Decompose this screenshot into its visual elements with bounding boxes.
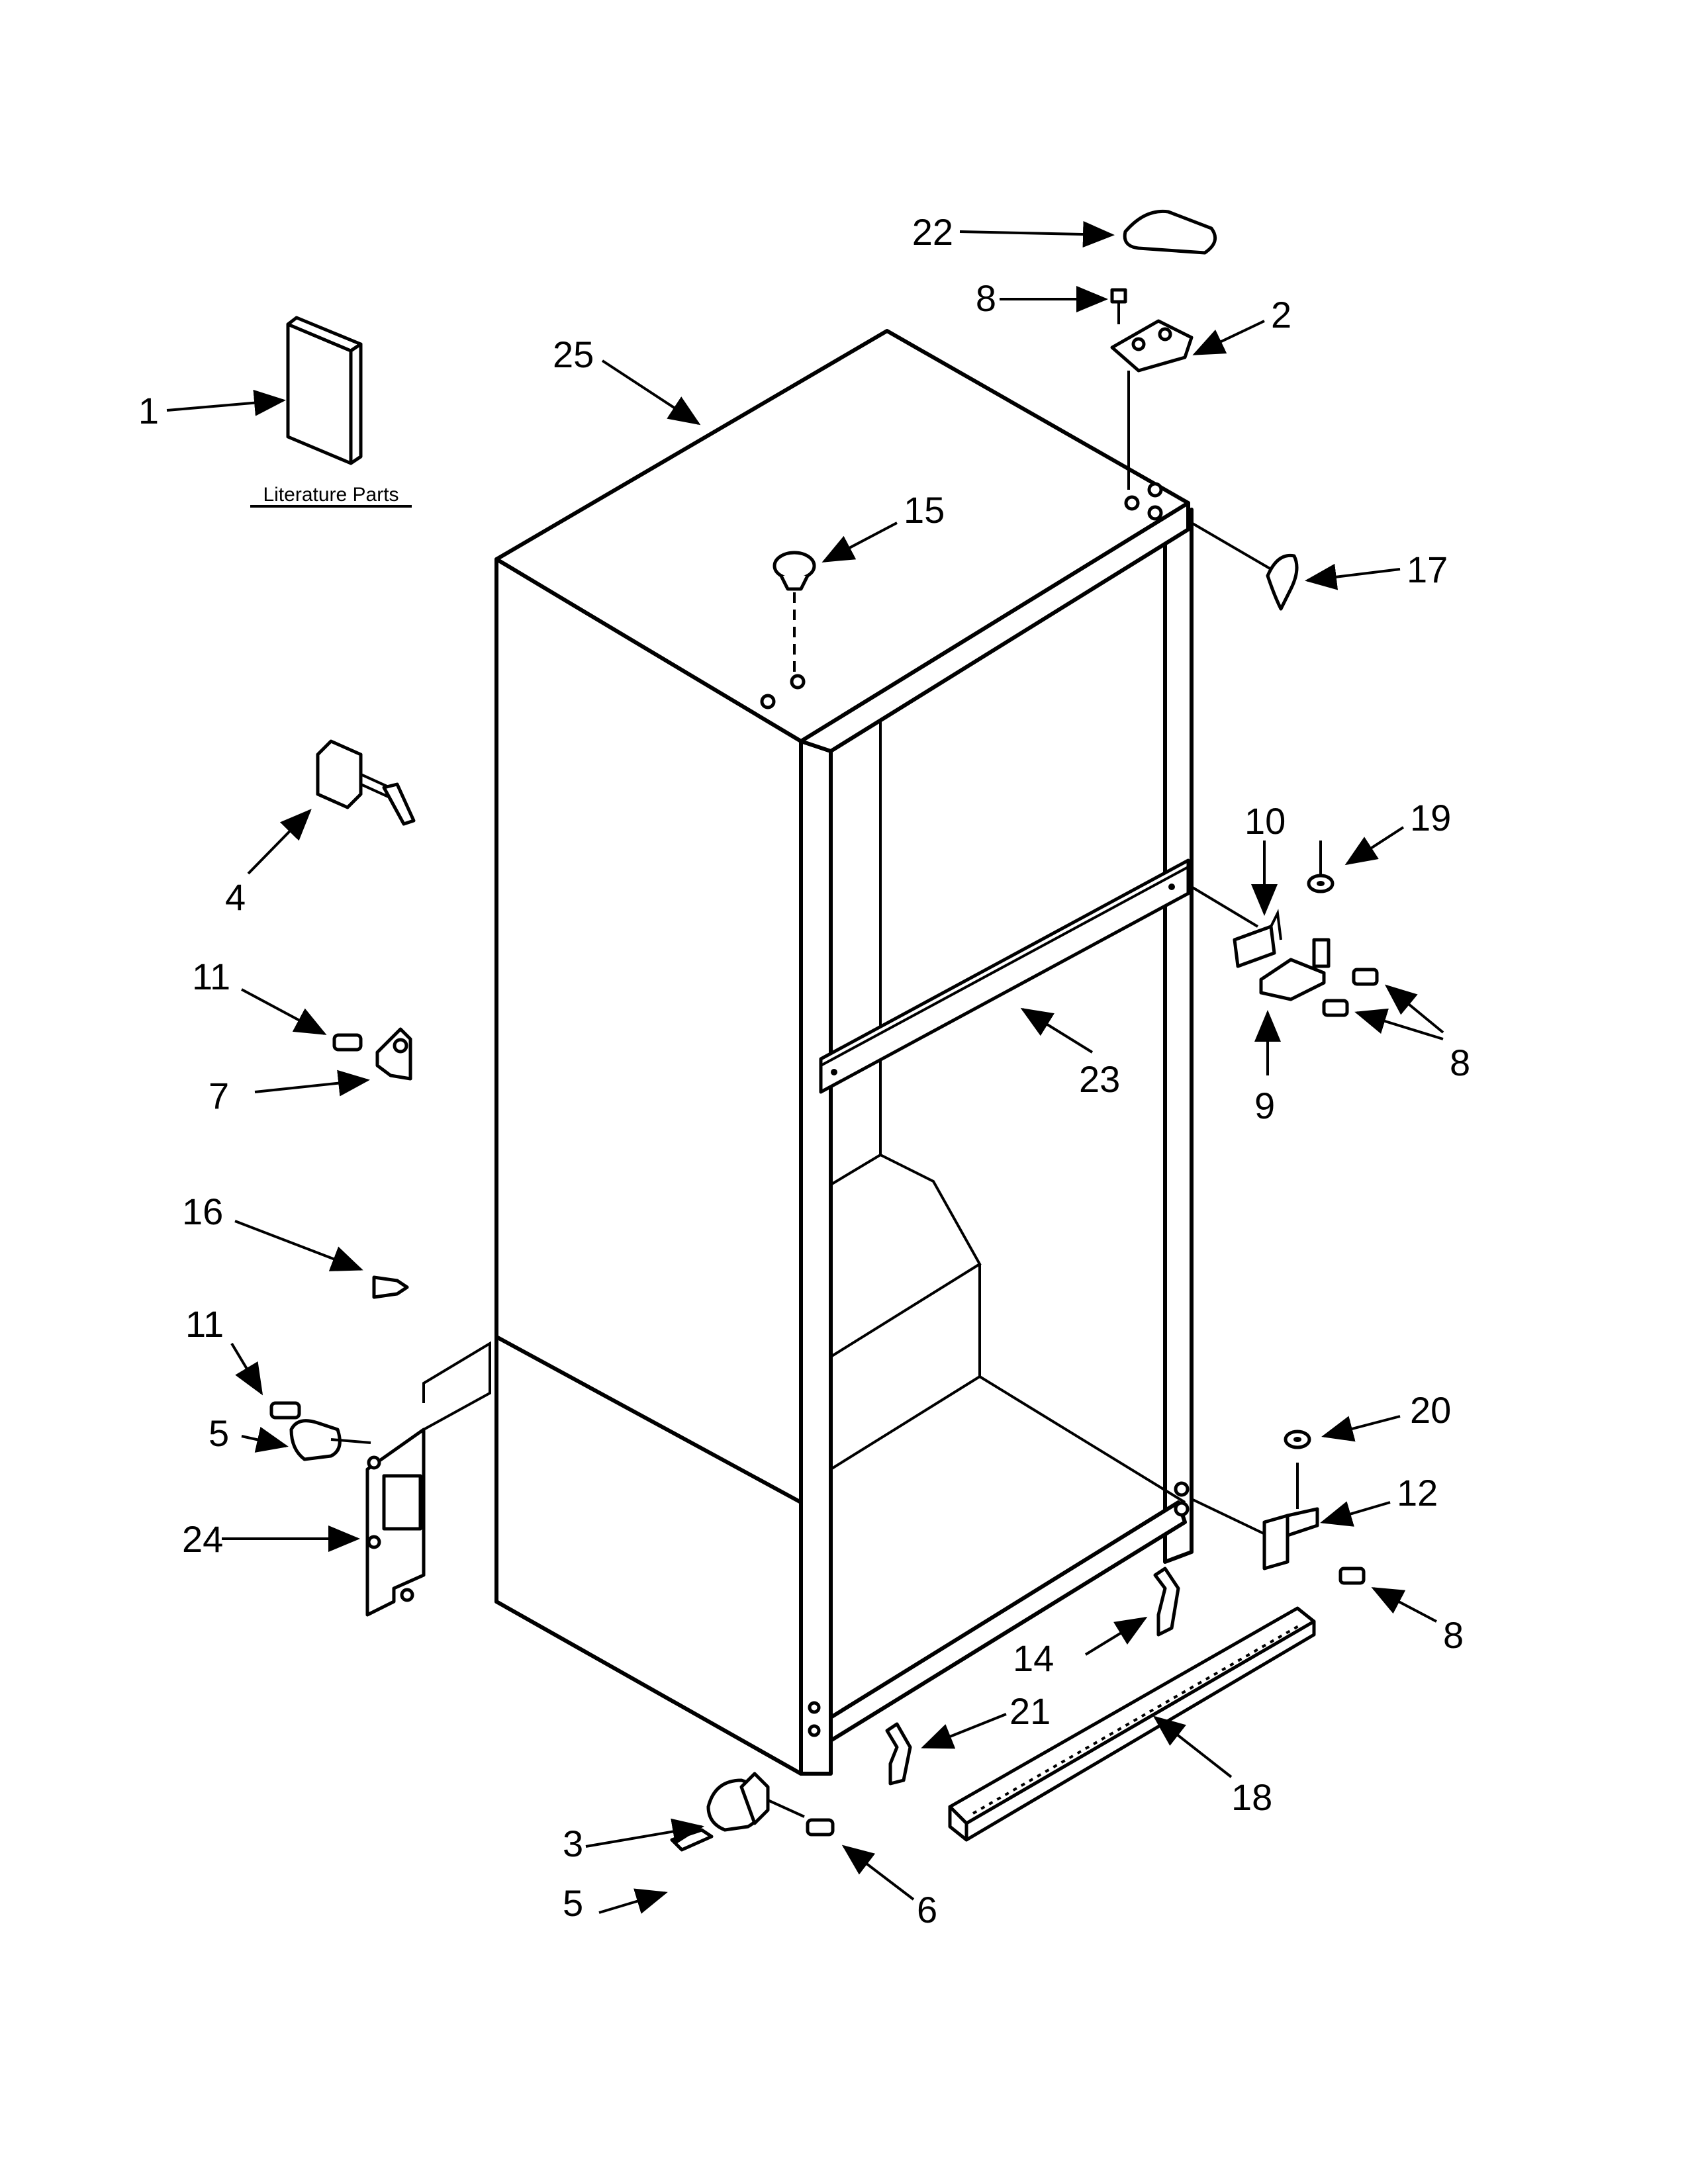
callout-1: 1: [138, 390, 159, 432]
literature-booklet: 1 Literature Parts: [138, 316, 412, 508]
callout-7: 7: [209, 1075, 229, 1116]
grille-clip-right: 14: [1013, 1567, 1180, 1679]
callout-16: 16: [182, 1191, 223, 1232]
callout-4: 4: [225, 876, 246, 918]
callout-18: 18: [1231, 1776, 1272, 1818]
hole-plug: 15: [773, 489, 945, 675]
top-clip: 17: [1190, 522, 1448, 611]
callout-20: 20: [1410, 1389, 1451, 1431]
callout-21: 21: [1009, 1690, 1051, 1732]
callout-5-left: 5: [209, 1412, 229, 1454]
leveling-leg: 4: [225, 739, 416, 918]
front-leveler: 3 5 6: [563, 1772, 937, 1931]
callout-12: 12: [1397, 1472, 1438, 1514]
top-hinge: 8 2: [976, 277, 1291, 490]
callout-14: 14: [1013, 1637, 1054, 1679]
literature-caption: Literature Parts: [263, 484, 399, 506]
toe-bracket: 11 5 24: [182, 1303, 491, 1617]
callout-9: 9: [1254, 1085, 1275, 1126]
door-stop: 11 7: [192, 956, 412, 1116]
center-hinge: 10 19 9 8: [1190, 797, 1470, 1126]
callout-11-lower: 11: [185, 1303, 224, 1345]
callout-11-upper: 11: [192, 956, 230, 997]
hinge-cover: 22: [912, 209, 1217, 255]
cabinet-assembly: [494, 329, 1194, 1776]
callout-17: 17: [1407, 549, 1448, 590]
callout-5-bottom: 5: [563, 1882, 583, 1924]
callout-10: 10: [1244, 800, 1286, 842]
callout-8-middle: 8: [1450, 1042, 1470, 1083]
callout-8-top: 8: [976, 277, 996, 319]
screw-16: 16: [182, 1191, 409, 1299]
bottom-hinge: 20 12 8: [1191, 1389, 1464, 1656]
callout-25: 25: [553, 334, 594, 375]
callout-23: 23: [1079, 1058, 1120, 1100]
callout-15: 15: [904, 489, 945, 531]
callout-24: 24: [182, 1518, 223, 1560]
callout-2: 2: [1271, 294, 1291, 336]
callout-6: 6: [917, 1889, 937, 1931]
grille-clip-left: 21: [885, 1690, 1051, 1786]
toe-grille: 18: [948, 1606, 1316, 1842]
callout-8-bottom: 8: [1443, 1614, 1464, 1656]
callout-3: 3: [563, 1823, 583, 1864]
callout-22: 22: [912, 211, 953, 253]
callout-19: 19: [1410, 797, 1451, 839]
